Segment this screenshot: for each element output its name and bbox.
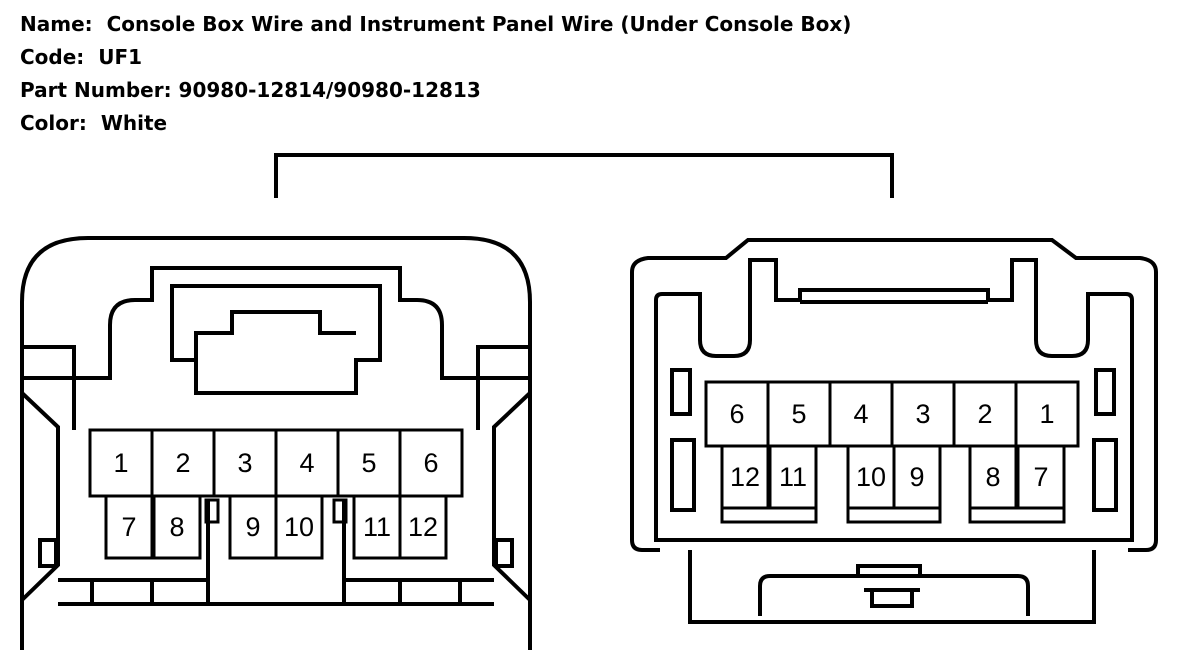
pin-number: 3 <box>237 448 252 478</box>
pin-number: 6 <box>729 399 744 429</box>
left-side-guide-right <box>492 391 532 602</box>
pin-number: 1 <box>113 448 128 478</box>
pin-group-rail <box>968 508 1066 524</box>
pin-number: 12 <box>730 462 760 492</box>
pin-number: 10 <box>284 512 314 542</box>
color-label: Color: <box>20 111 87 135</box>
pin-cavity <box>892 444 942 510</box>
connector-info: Name: Console Box Wire and Instrument Pa… <box>20 8 851 140</box>
left-side-lock-right <box>494 538 514 568</box>
part-number-line: Part Number: 90980-12814/90980-12813 <box>20 74 851 107</box>
pin-number: 2 <box>175 448 190 478</box>
left-bottom-slot-left <box>90 580 154 606</box>
pin-cavity <box>274 494 324 560</box>
pin-number: 9 <box>909 462 924 492</box>
pin-cavity <box>828 380 894 448</box>
pin-number: 12 <box>408 512 438 542</box>
pin-cavity <box>1016 444 1066 510</box>
left-center-channel <box>206 500 346 606</box>
pin-cavity <box>352 494 402 560</box>
color-line: Color: White <box>20 107 851 140</box>
left-latch-inner <box>170 284 382 395</box>
left-side-notch-left <box>22 345 76 380</box>
code-value: UF1 <box>98 45 143 69</box>
pin-cavity <box>398 494 448 560</box>
pin-number: 3 <box>915 399 930 429</box>
pin-number: 5 <box>791 399 806 429</box>
pin-number: 7 <box>121 512 136 542</box>
right-pin-cavities: 6 5 4 3 2 1 12 11 10 9 8 7 <box>704 380 1080 524</box>
pin-number: 10 <box>856 462 886 492</box>
right-connector: 6 5 4 3 2 1 12 11 10 9 8 7 <box>630 238 1158 624</box>
left-latch-key <box>194 310 356 360</box>
left-side-guide-left <box>20 391 60 602</box>
right-lower-housing <box>688 550 1096 624</box>
right-housing-outline <box>630 238 1158 552</box>
pin-number: 11 <box>779 462 807 492</box>
right-side-lock-lower-left <box>670 438 696 512</box>
name-line: Name: Console Box Wire and Instrument Pa… <box>20 8 851 41</box>
right-side-lock-upper-right <box>1094 368 1116 416</box>
color-value: White <box>100 111 168 135</box>
left-key-tab-1 <box>204 498 220 524</box>
left-latch-tower <box>72 266 480 430</box>
pin-number: 8 <box>985 462 1000 492</box>
pin-number: 11 <box>363 512 391 542</box>
pin-number: 4 <box>853 399 868 429</box>
left-housing-outline <box>20 236 532 650</box>
pin-cavity <box>720 444 770 510</box>
left-bottom-slot-right <box>398 580 462 606</box>
pin-cavity <box>336 428 402 498</box>
pin-cavity <box>768 444 818 510</box>
right-release-tab <box>758 574 1030 616</box>
pin-cavity <box>104 494 154 560</box>
pin-cavity <box>212 428 278 498</box>
name-value: Console Box Wire and Instrument Panel Wi… <box>106 12 852 36</box>
pin-number: 6 <box>423 448 438 478</box>
left-side-lock-left <box>38 538 58 568</box>
left-key-tab-2 <box>332 498 348 524</box>
pin-number: 1 <box>1039 399 1054 429</box>
name-label: Name: <box>20 12 93 36</box>
left-side-notch-right <box>476 345 530 380</box>
pin-cavity <box>890 380 956 448</box>
pin-group-rail <box>846 508 942 524</box>
pin-cavity <box>846 444 896 510</box>
pin-cavity <box>398 428 464 498</box>
pin-number: 8 <box>169 512 184 542</box>
pin-group-rail <box>720 508 818 524</box>
part-number-value: 90980-12814/90980-12813 <box>178 78 481 102</box>
code-label: Code: <box>20 45 85 69</box>
pin-cavity <box>968 444 1018 510</box>
pin-cavity <box>150 428 216 498</box>
right-inner-frame <box>654 258 1134 542</box>
part-number-label: Part Number: <box>20 78 172 102</box>
right-release-button <box>856 564 922 608</box>
pairing-bracket <box>274 153 894 198</box>
code-line: Code: UF1 <box>20 41 851 74</box>
pin-number: 9 <box>245 512 260 542</box>
pin-number: 4 <box>299 448 314 478</box>
pin-cavity <box>152 494 202 560</box>
pin-cavity <box>766 380 832 448</box>
right-side-lock-lower-right <box>1092 438 1118 512</box>
pin-number: 2 <box>977 399 992 429</box>
pin-number: 5 <box>361 448 376 478</box>
right-side-lock-upper-left <box>670 368 692 416</box>
pin-number: 7 <box>1033 462 1048 492</box>
